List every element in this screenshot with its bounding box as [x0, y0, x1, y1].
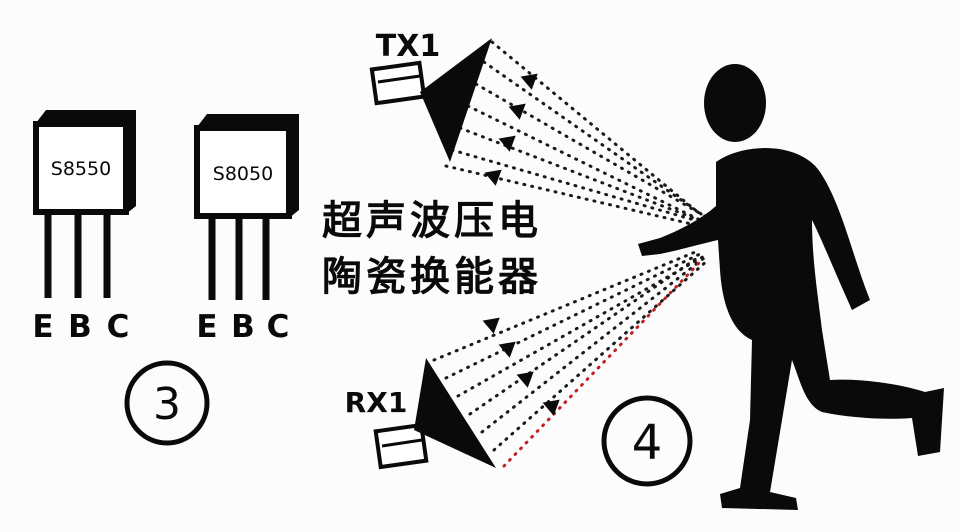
receiver-rx1: RX1: [345, 358, 496, 470]
beam-ray: [432, 248, 702, 362]
marker-4: 4: [601, 395, 693, 487]
transistor-s8050: S8050 E B C: [194, 114, 299, 345]
marker-number: 3: [153, 379, 181, 430]
pin-label-b: B: [68, 309, 92, 345]
receiver-label: RX1: [345, 386, 408, 419]
housing-line: [377, 74, 421, 84]
beam-ray: [444, 164, 702, 228]
beam-ray: [474, 82, 710, 220]
beam-ray: [490, 40, 702, 216]
beam-ray: [444, 250, 706, 380]
beam-ray: [482, 60, 706, 218]
transducer-horn: [420, 38, 492, 162]
pin-label-b: B: [231, 309, 255, 345]
beam-ray: [480, 256, 706, 434]
beam-arrowhead: [484, 169, 502, 186]
receive-arrows: [482, 317, 560, 416]
transducer-housing: [369, 60, 427, 106]
beam-arrowhead: [516, 371, 534, 388]
transducer-housing: [373, 422, 429, 470]
beam-arrowhead: [498, 135, 516, 152]
beam-arrowhead: [482, 317, 500, 334]
transmit-arrows: [484, 73, 538, 186]
beam-ray: [468, 254, 702, 416]
marker-number: 4: [632, 415, 663, 471]
pin-label-c: C: [107, 309, 130, 345]
transistor-s8550: S8550 E B C: [32, 110, 136, 345]
beam-ray: [502, 260, 702, 468]
marker-3: 3: [124, 360, 210, 446]
transistor-part-label: S8050: [213, 163, 273, 185]
caption-line-1: 超声波压电: [322, 198, 542, 244]
transistor-body: [194, 125, 292, 219]
beam-ray: [466, 104, 702, 222]
transmit-beam: [444, 40, 710, 228]
pin-label-c: C: [267, 309, 290, 345]
person-silhouette: [638, 64, 944, 511]
beam-ray: [458, 126, 706, 224]
person-head: [704, 64, 766, 142]
beam-ray: [492, 258, 710, 452]
transistor-part-label: S8550: [51, 158, 111, 180]
person-body: [638, 148, 944, 511]
pin-label-e: E: [196, 309, 217, 345]
beam-arrowhead: [508, 103, 526, 120]
marker-circle: [124, 360, 210, 446]
transducer-horn: [414, 358, 496, 468]
transmitter-label: TX1: [376, 29, 440, 64]
beam-arrowhead: [520, 73, 538, 90]
beam-ray: [456, 252, 710, 398]
beam-arrowhead: [542, 399, 560, 416]
pin-label-e: E: [32, 309, 53, 345]
caption-line-2: 陶瓷换能器: [322, 254, 542, 300]
housing-line: [381, 438, 423, 448]
beam-arrowhead: [498, 341, 516, 358]
marker-circle: [601, 395, 693, 487]
transmitter-tx1: TX1: [369, 29, 492, 162]
receive-beam: [432, 248, 710, 468]
